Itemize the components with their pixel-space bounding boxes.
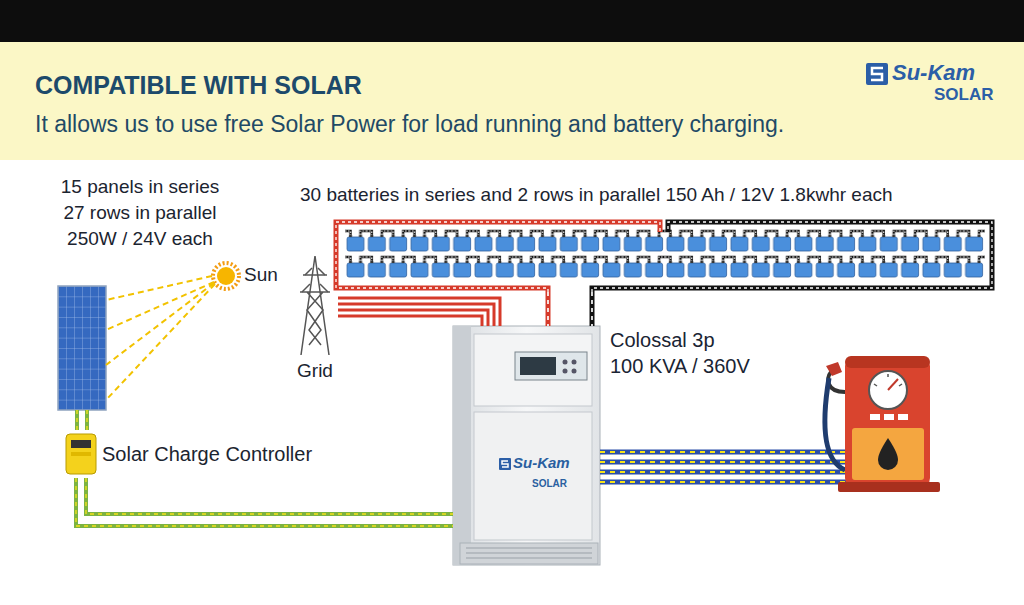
brand-logo-subtext-slot: SOLAR <box>934 85 994 105</box>
grid-tower-text-slot: Grid <box>288 360 342 383</box>
cable-connector <box>76 478 453 526</box>
inverter-cabinet-text: Su-Kam <box>513 454 570 472</box>
cable-connector <box>548 292 592 326</box>
solar-charge-controller-text-slot: Solar Charge Controller <box>102 442 312 466</box>
cable-line <box>85 410 89 430</box>
solar-panel-array-text-slot: 27 rows in parallel <box>40 202 240 225</box>
cable-line <box>106 276 212 300</box>
top-black-bar <box>0 0 1024 42</box>
inverter-cabinet-text-slot: SOLAR <box>532 473 567 491</box>
sun-symbol-text-slot: Sun <box>244 264 278 287</box>
solar-panel-array-text: 27 rows in parallel <box>63 202 216 225</box>
battery-bank-text-slot: 30 batteries in series and 2 rows in par… <box>300 184 893 207</box>
cable-line <box>546 292 551 326</box>
inverter-cabinet-text-slot: Colossal 3p <box>610 328 715 352</box>
solar-panel-array-text: 15 panels in series <box>61 176 219 199</box>
subtitle-text: It allows us to use free Solar Power for… <box>35 111 784 139</box>
inverter-cabinet-text-slot: 100 KVA / 360V <box>610 354 750 378</box>
cable-stripe <box>591 292 593 326</box>
cable-line <box>338 310 488 326</box>
header-band <box>0 42 1024 160</box>
page-title: COMPATIBLE WITH SOLAR <box>35 70 362 100</box>
cable-stripe <box>86 478 453 514</box>
subtitle-text-slot: It allows us to use free Solar Power for… <box>35 111 784 139</box>
brand-logo-text: Su-Kam <box>892 60 975 86</box>
cable-line <box>76 478 453 526</box>
inverter-cabinet-text-slot: Su-Kam <box>513 454 570 472</box>
cable-line <box>86 478 453 514</box>
brand-logo-text-slot: Su-Kam <box>892 60 975 86</box>
cable-line <box>338 298 500 326</box>
cable-stripe <box>76 478 453 526</box>
solar-panel-array-text: 250W / 24V each <box>67 228 213 251</box>
sun-symbol-text: Sun <box>244 264 278 287</box>
inverter-cabinet-text: 100 KVA / 360V <box>610 354 750 378</box>
cable-connector <box>106 276 212 300</box>
solar-panel-array-text-slot: 15 panels in series <box>40 176 240 199</box>
cable-connector <box>338 298 500 326</box>
inverter-cabinet-text: SOLAR <box>532 478 567 490</box>
cable-line <box>75 410 79 430</box>
page-title-slot: COMPATIBLE WITH SOLAR <box>35 70 362 100</box>
cable-stripe <box>547 292 549 326</box>
cable-stripe <box>76 410 77 430</box>
battery-bank: 30 batteries in series and 2 rows in par… <box>298 184 995 292</box>
solar-charge-controller-text: Solar Charge Controller <box>102 442 312 466</box>
grid-tower-text: Grid <box>297 360 333 383</box>
grid-tower: Grid <box>292 252 338 387</box>
cable-line <box>590 292 595 326</box>
solar-panel-array-text-slot: 250W / 24V each <box>40 228 240 251</box>
solar-panel-array: 15 panels in series27 rows in parallel25… <box>58 286 106 410</box>
solar-charge-controller: Solar Charge Controller <box>64 430 98 478</box>
cable-line <box>338 316 482 326</box>
sun-symbol: Sun <box>212 262 284 290</box>
cable-line <box>338 304 494 326</box>
battery-bank-text: 30 batteries in series and 2 rows in par… <box>300 184 893 207</box>
cable-stripe <box>86 410 87 430</box>
inverter-cabinet: Colossal 3p100 KVA / 360VSu-KamSOLAR <box>453 326 600 565</box>
inverter-cabinet-text: Colossal 3p <box>610 328 715 352</box>
brand-logo-subtext: SOLAR <box>934 85 994 105</box>
cable-connector <box>77 410 87 430</box>
